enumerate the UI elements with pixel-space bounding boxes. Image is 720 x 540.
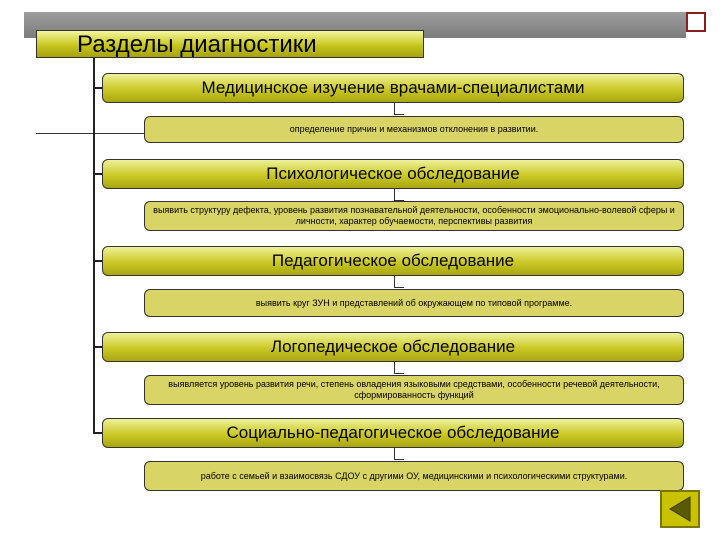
section-heading-pedagogical: Педагогическое обследование [102, 246, 684, 276]
tree-trunk [93, 58, 95, 434]
section-detail-social: работе с семьей и взаимосвязь СДОУ с дру… [144, 461, 684, 491]
connector [394, 362, 404, 374]
back-arrow-icon [669, 496, 691, 522]
section-detail-pedagogical: выявить круг ЗУН и представлений об окру… [144, 289, 684, 317]
branch-line [93, 346, 105, 348]
section-detail-psychological: выявить структуру дефекта, уровень разви… [144, 201, 684, 231]
slide-title: Разделы диагностики [36, 30, 424, 58]
section-heading-social: Социально-педагогическое обследование [102, 418, 684, 448]
branch-line [93, 432, 105, 434]
connector [394, 189, 404, 201]
section-heading-speech: Логопедическое обследование [102, 332, 684, 362]
connector [394, 276, 404, 288]
section-heading-medical: Медицинское изучение врачами-специалиста… [102, 73, 684, 103]
branch-line [93, 173, 105, 175]
section-detail-speech: выявляется уровень развития речи, степен… [144, 375, 684, 405]
section-heading-psychological: Психологическое обследование [102, 159, 684, 189]
connector [394, 448, 404, 460]
branch-line [93, 87, 105, 89]
branch-line [93, 260, 105, 262]
connector [394, 103, 404, 115]
corner-square [686, 12, 706, 32]
section-detail-medical: определение причин и механизмов отклонен… [144, 116, 684, 143]
back-button[interactable] [660, 490, 700, 528]
